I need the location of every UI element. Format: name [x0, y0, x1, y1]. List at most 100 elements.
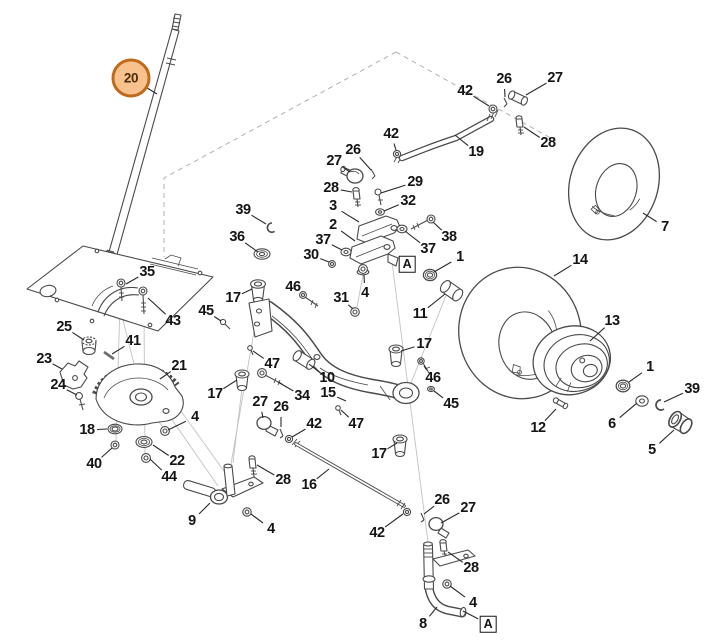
leader-line-25	[72, 331, 85, 341]
leader-line-17	[223, 379, 238, 390]
part-nut-42-draglink-right	[488, 104, 498, 114]
part-nut-30	[328, 260, 336, 268]
leader-line-21	[159, 371, 172, 380]
part-mounting-plate	[26, 245, 214, 332]
leader-line-35	[125, 276, 139, 285]
leader-line-42	[291, 428, 306, 438]
part-bolt-28-top	[352, 187, 361, 208]
part-axle-beam-15	[248, 298, 420, 405]
leader-line-14	[553, 264, 572, 277]
leader-line-12	[544, 408, 557, 422]
leader-line-47	[340, 409, 350, 418]
part-screw-29	[374, 188, 383, 206]
part-balljoint-27-tierod-left	[256, 415, 279, 437]
leader-line-27	[440, 512, 460, 524]
leader-line-22	[152, 444, 170, 456]
part-bushing-17-midleft	[234, 369, 250, 392]
leader-line-28	[256, 464, 275, 476]
part-clevis-lower-2	[349, 235, 399, 267]
leader-line-13	[589, 327, 605, 342]
leader-line-19	[454, 134, 469, 147]
part-washer-37-right	[396, 224, 408, 234]
part-nut-4-bracket9	[242, 507, 252, 517]
leader-line-4	[449, 585, 466, 598]
leader-line-46	[423, 365, 428, 371]
part-drag-link-19	[393, 109, 499, 164]
part-nut-42-tierod-right	[402, 507, 412, 517]
leader-line-6	[619, 402, 638, 419]
part-tire-7	[567, 127, 661, 241]
part-bolt-46-top	[299, 291, 319, 309]
part-washer-22	[135, 436, 153, 448]
leader-line-38	[432, 221, 443, 231]
leader-line-39	[663, 392, 684, 403]
part-pin-26-draglink	[503, 97, 508, 108]
leader-line-32	[383, 204, 400, 212]
part-nut-1-left	[422, 268, 438, 282]
leader-line-24	[66, 389, 78, 396]
leader-line-42	[393, 143, 397, 151]
part-rim-13	[532, 325, 612, 396]
leader-line-40	[101, 447, 113, 458]
part-bushing-27-draglink	[507, 90, 529, 106]
part-bracket-23	[59, 360, 89, 390]
part-washer-18	[107, 423, 123, 435]
part-bushing-17-top	[250, 279, 266, 304]
leader-line-17	[400, 346, 415, 352]
part-steering-bracket-9	[182, 463, 264, 505]
part-nut-4-spindle	[442, 579, 452, 589]
leader-line-41	[111, 345, 125, 355]
leader-line-28	[523, 126, 541, 138]
leader-line-42	[384, 513, 404, 528]
leader-line-44	[149, 458, 163, 471]
part-nut-31	[350, 307, 360, 317]
leader-line-31	[348, 304, 354, 310]
leader-line-34	[277, 381, 294, 392]
part-clip-39-right	[655, 399, 665, 411]
leader-line-26	[423, 505, 435, 515]
leader-line-37	[331, 244, 343, 251]
leader-line-43	[147, 297, 166, 315]
part-bolt-28-draglink	[515, 115, 524, 136]
part-washer-6	[635, 395, 649, 407]
part-nut-44	[141, 453, 151, 463]
leader-line-9	[198, 502, 211, 515]
part-spindle-8	[422, 541, 476, 618]
part-bolt-28-left	[248, 455, 257, 478]
leader-line-18	[96, 428, 108, 431]
part-cap-5	[668, 410, 693, 435]
part-screw-35	[116, 278, 126, 302]
part-pin-26-tierod-right	[420, 512, 425, 523]
part-steering-shaft-20	[104, 13, 182, 270]
leader-line-16	[316, 468, 330, 480]
leader-line-A	[462, 610, 479, 620]
part-pin-26-tierod-left	[279, 428, 284, 439]
part-screw-43	[138, 286, 148, 315]
leader-line-37	[404, 230, 421, 244]
leader-line-17	[387, 442, 398, 450]
leader-line-1	[433, 261, 452, 273]
part-bushing-17-right-lower	[392, 434, 408, 458]
leader-line-36	[244, 242, 259, 253]
part-pin-41	[103, 350, 115, 361]
leader-line-28	[340, 189, 353, 193]
part-rivet-47-left	[247, 345, 254, 356]
leader-line-4	[250, 513, 264, 524]
leader-line-26	[359, 157, 372, 171]
leader-line-10	[308, 363, 320, 373]
part-nut-42-tierod-left	[284, 434, 294, 444]
leader-line-17	[241, 288, 253, 295]
part-pin-26-top	[370, 168, 376, 180]
part-tie-rod-16	[291, 438, 406, 510]
leader-line-27	[341, 166, 351, 173]
leader-line-28	[447, 551, 464, 563]
leader-line-30	[320, 258, 330, 263]
part-clip-39-top	[266, 222, 276, 233]
leader-line-42	[473, 95, 490, 107]
part-balljoint-27-top	[340, 165, 364, 184]
leader-line-39	[251, 214, 267, 225]
leader-line-45	[433, 390, 444, 399]
dashed-reference-plane	[163, 51, 557, 257]
